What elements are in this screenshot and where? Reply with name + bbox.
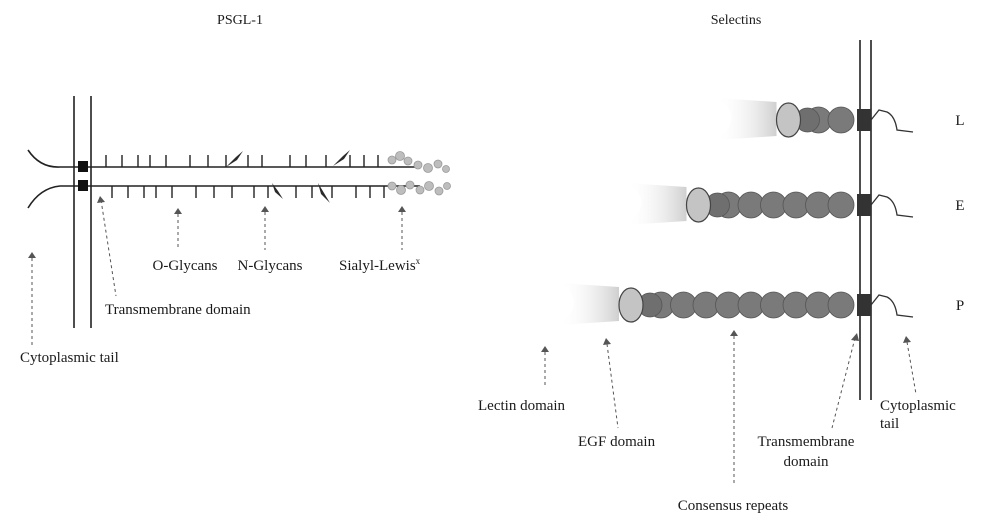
consensus-repeat	[760, 191, 787, 219]
consensus-repeat	[782, 191, 810, 219]
o-glycan-ticks	[105, 155, 385, 198]
consensus-repeat	[805, 291, 832, 319]
consensus-repeat	[737, 191, 765, 219]
psgl1-pointers	[31, 199, 403, 346]
consensus-repeat	[715, 291, 742, 319]
transmembrane-domain-label: Transmembrane domain	[105, 302, 251, 318]
consensus-repeat	[782, 291, 810, 319]
selectins-title: Selectins	[711, 13, 762, 28]
selectin-rows: L E P	[559, 98, 965, 325]
sialyl-lewis-text: Sialyl-Lewis	[339, 258, 416, 274]
n-glycan-marks	[226, 150, 350, 203]
psgl1-tm-block-top	[78, 161, 88, 172]
egf-domain-label: EGF domain	[578, 434, 656, 450]
transmembrane-block	[857, 294, 871, 316]
lectin-domain	[685, 187, 712, 223]
selectin-tm-label-line1: Transmembrane	[758, 434, 855, 450]
cytoplasmic-tail-label: Cytoplasmic tail	[20, 350, 119, 366]
selectin-cyto-label-line2: tail	[880, 416, 899, 432]
sialyl-lewis-label: Sialyl-Lewisx	[339, 256, 421, 274]
selectin-letter-p: P	[956, 298, 964, 314]
o-glycans-label: O-Glycans	[153, 258, 218, 274]
consensus-repeat	[827, 191, 855, 219]
ligand-shape-l	[716, 98, 777, 140]
selectin-pointer-heads	[541, 330, 911, 352]
n-glycans-label: N-Glycans	[238, 258, 303, 274]
psgl1-title: PSGL-1	[217, 13, 263, 28]
sialyl-lewis-clusters	[387, 151, 451, 196]
consensus-repeat	[760, 291, 787, 319]
psgl1-membrane	[73, 96, 92, 328]
consensus-repeat	[805, 191, 832, 219]
consensus-repeat	[827, 106, 855, 134]
ligand-shape-p	[559, 283, 619, 325]
selectin-letter-e: E	[955, 198, 964, 214]
psgl1-tm-block-bottom	[78, 180, 88, 191]
ligand-shape-e	[626, 183, 687, 225]
consensus-repeat	[670, 291, 697, 319]
lectin-domain-label: Lectin domain	[478, 398, 566, 414]
lectin-domain	[618, 287, 644, 323]
consensus-repeat	[692, 291, 720, 319]
selectin-letter-l: L	[955, 113, 964, 129]
cytoplasmic-tail	[870, 109, 914, 133]
selectin-tm-label-line2: domain	[784, 454, 829, 470]
psgl1-pointer-heads	[28, 196, 406, 258]
cytoplasmic-tail	[870, 194, 914, 218]
selectin-membrane	[859, 40, 872, 400]
selectin-pointers	[544, 336, 917, 486]
cytoplasmic-tail	[870, 294, 914, 318]
consensus-repeat	[827, 291, 855, 319]
transmembrane-block	[857, 194, 871, 216]
selectin-cyto-label-line1: Cytoplasmic	[880, 398, 956, 414]
transmembrane-block	[857, 109, 871, 131]
psgl1-strands	[27, 149, 420, 209]
sialyl-lewis-superscript: x	[416, 256, 421, 266]
lectin-domain	[775, 102, 802, 138]
consensus-repeat	[737, 291, 765, 319]
consensus-repeats-label: Consensus repeats	[678, 498, 789, 514]
